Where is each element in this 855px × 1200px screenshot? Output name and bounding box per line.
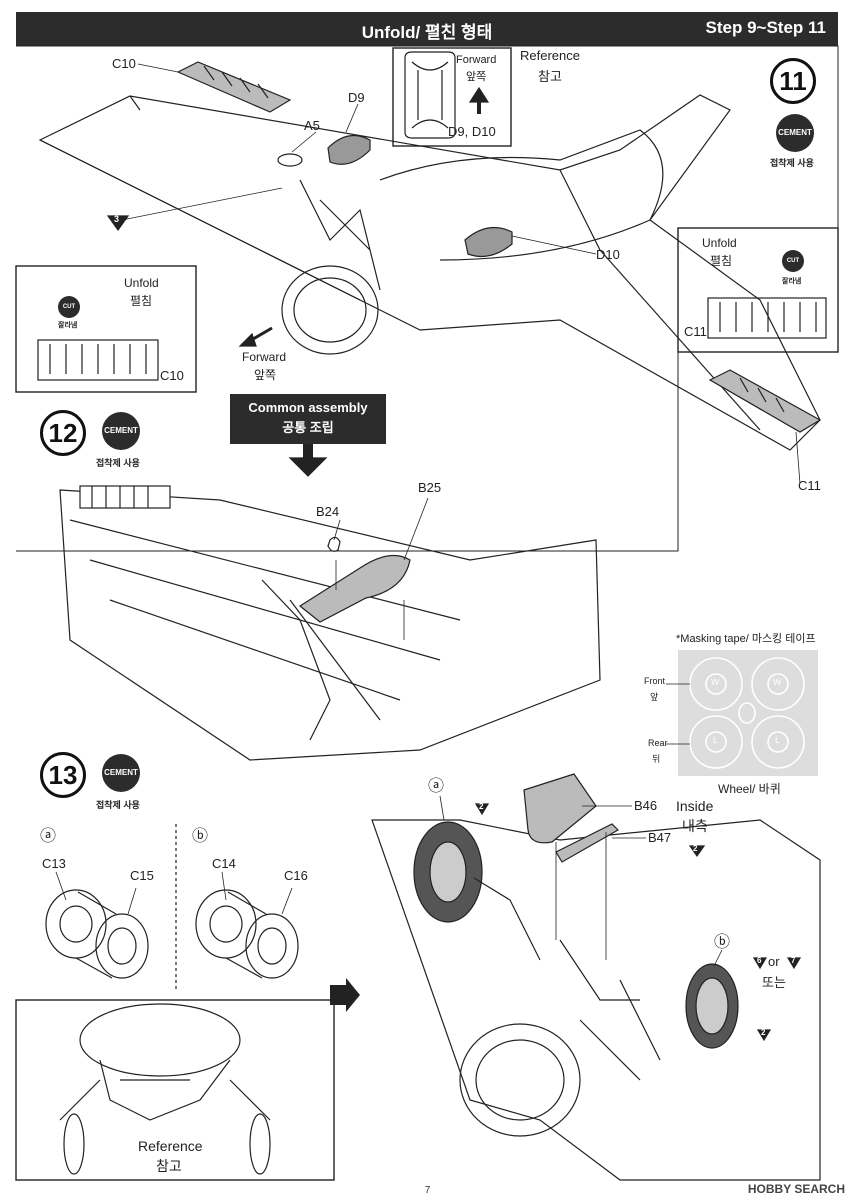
right-inset-unfold: Unfold: [702, 236, 737, 250]
door-d9: [327, 134, 371, 165]
reference-label: Reference: [520, 48, 580, 63]
part-a5-label: A5: [304, 118, 320, 133]
step-13-cement-label: 접착제 사용: [96, 800, 140, 810]
top-wing-outline: [38, 94, 821, 451]
header-title: Unfold/ 펼친 형태: [361, 23, 493, 42]
cover-b46: [523, 773, 597, 844]
door-d10: [464, 226, 513, 257]
part-c15-label: C15: [130, 868, 154, 883]
right-inset-box: [677, 227, 839, 353]
triangle-7: 7: [791, 956, 796, 965]
page-number: 7: [424, 1185, 431, 1196]
wheel-assembly-a: [45, 889, 149, 979]
masking-l-rear-left: L: [713, 735, 719, 745]
forward-box-parts: D9, D10: [448, 124, 496, 139]
part-a5: [277, 153, 303, 167]
masking-rear: Rear: [648, 738, 668, 748]
part-c14-label: C14: [212, 856, 236, 871]
step-11-cement-icon: CEMENT: [776, 114, 814, 152]
triangle-6: 6: [757, 956, 762, 965]
masking-w-front-left: W: [711, 677, 720, 687]
flap-c10: [176, 61, 292, 113]
bottom-right-wing: [371, 819, 821, 1181]
left-inset-unfold: Unfold: [124, 276, 159, 290]
part-c11-label: C11: [798, 478, 821, 493]
step-12-badge: 12: [40, 410, 86, 456]
part-c16-label: C16: [284, 868, 308, 883]
step-12-cement-label: 접착제 사용: [96, 458, 140, 468]
masking-title: *Masking tape/ 마스킹 테이프: [676, 633, 816, 645]
reference-label-ko: 참고: [538, 69, 562, 84]
inside-label-ko: 내측: [682, 818, 708, 834]
right-inset-part: C11: [684, 324, 707, 339]
left-inset-cut-icon: CUT: [58, 296, 80, 318]
masking-front: Front: [644, 676, 666, 686]
wheel-assembly-b: [195, 889, 299, 979]
bottom-reference-label: Reference: [138, 1138, 203, 1154]
masking-l-rear-right: L: [775, 735, 781, 745]
triangle-2-inside: 2: [693, 844, 698, 853]
part-b25-label: B25: [418, 480, 442, 495]
mid-wing-outline: [59, 489, 601, 761]
part-b47-label: B47: [648, 830, 672, 845]
forward-arrow-label-ko: 앞쪽: [254, 368, 277, 382]
cover-b47: [555, 823, 619, 863]
right-wheel-a-marker: ⓐ: [428, 778, 445, 795]
masking-rear-ko: 뒤: [652, 754, 661, 764]
forward-arrow-label: Forward: [242, 350, 287, 364]
part-c10-label: C10: [112, 56, 136, 71]
right-wheel-b-marker: ⓑ: [714, 934, 731, 951]
common-assembly-label-ko: 공통 조립: [282, 420, 334, 435]
step-12-cement-icon: CEMENT: [102, 412, 140, 450]
triangle-3-label: 3: [114, 214, 120, 224]
common-assembly-label: Common assembly: [248, 400, 368, 415]
forward-reference-box: [392, 47, 512, 147]
left-inset-part: C10: [160, 368, 184, 383]
part-b24: [327, 536, 341, 552]
masking-caption: Wheel/ 바퀴: [718, 782, 781, 796]
bottom-reference-box: [15, 999, 335, 1181]
or-label: or: [768, 954, 780, 969]
part-b46-label: B46: [634, 798, 658, 813]
part-d9-label: D9: [348, 90, 365, 105]
part-b24-label: B24: [316, 504, 340, 519]
left-inset-cut-ko: 잘라냄: [58, 322, 78, 329]
watermark: HOBBY SEARCH: [747, 1182, 845, 1196]
left-inset-unfold-ko: 펼침: [130, 294, 153, 308]
triangle-2-top: 2: [479, 802, 484, 811]
part-d10-label: D10: [596, 247, 620, 262]
triangle-2-bottom: 2: [761, 1028, 766, 1037]
left-inset-box: [15, 265, 197, 393]
or-label-ko: 또는: [762, 975, 786, 990]
page-header: Unfold/ 펼친 형태 Step 9~Step 11: [16, 12, 838, 46]
masking-panel: [678, 650, 818, 776]
common-assembly-banner: Common assembly 공통 조립: [230, 394, 386, 444]
door-b25: [298, 554, 411, 623]
masking-front-ko: 앞: [650, 692, 659, 702]
forward-label-ko: 앞쪽: [466, 71, 487, 83]
hatch-outline: [404, 51, 456, 139]
right-inset-cut-icon: CUT: [782, 250, 804, 272]
wheel-b-marker: ⓑ: [192, 828, 209, 845]
step-11-cement-label: 접착제 사용: [770, 158, 814, 168]
part-c13-label: C13: [42, 856, 66, 871]
step-13-badge: 13: [40, 752, 86, 798]
step-13-cement-icon: CEMENT: [102, 754, 140, 792]
forward-label: Forward: [456, 54, 497, 66]
masking-w-front-right: W: [773, 677, 782, 687]
header-steps: Step 9~Step 11: [705, 18, 826, 37]
right-inset-unfold-ko: 펼침: [710, 254, 733, 268]
right-inset-cut-ko: 잘라냄: [782, 278, 802, 285]
wheel-a-marker: ⓐ: [40, 828, 57, 845]
inside-label: Inside: [676, 798, 714, 814]
bottom-reference-label-ko: 참고: [156, 1158, 182, 1174]
step-11-badge: 11: [770, 58, 816, 104]
